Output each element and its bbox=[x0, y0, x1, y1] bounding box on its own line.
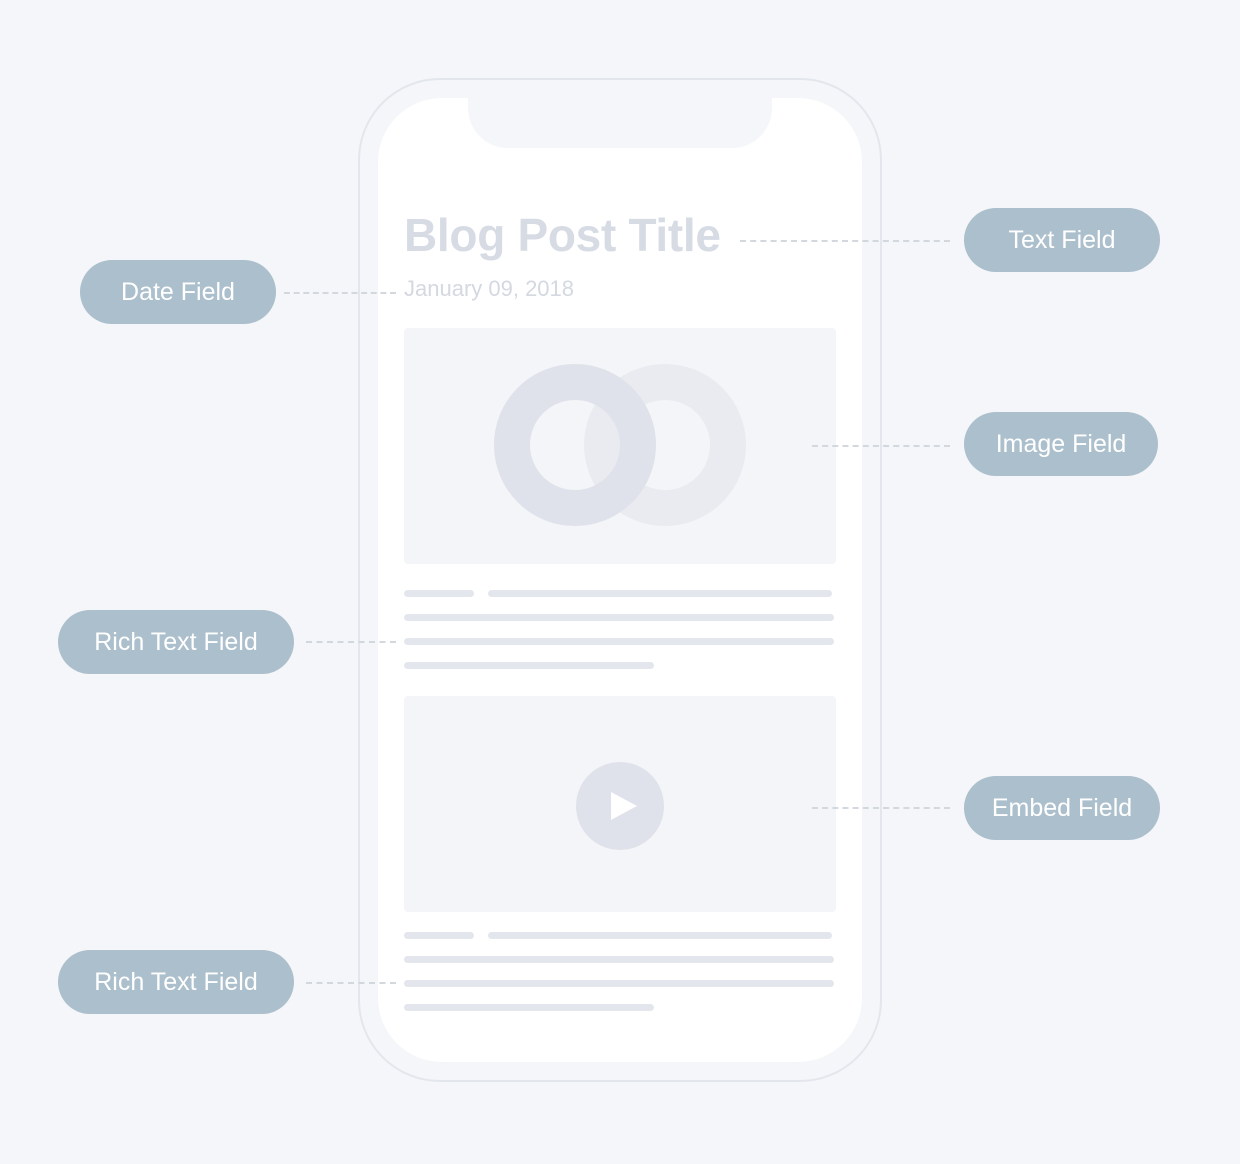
text-line bbox=[404, 1004, 654, 1011]
phone-screen: Blog Post Title January 09, 2018 bbox=[378, 98, 862, 1062]
image-field-label: Image Field bbox=[964, 412, 1158, 476]
date-field-label: Date Field bbox=[80, 260, 276, 324]
connector-rich-text-field-1 bbox=[306, 641, 396, 643]
connector-embed-field bbox=[812, 807, 950, 809]
text-line bbox=[404, 932, 474, 939]
text-line bbox=[404, 614, 834, 621]
image-placeholder bbox=[404, 328, 836, 564]
rich-text-field-label-1: Rich Text Field bbox=[58, 610, 294, 674]
phone-notch bbox=[468, 98, 772, 148]
post-date: January 09, 2018 bbox=[404, 276, 575, 301]
text-line bbox=[404, 662, 654, 669]
post-title: Blog Post Title bbox=[404, 209, 721, 261]
connector-image-field bbox=[812, 445, 950, 447]
embed-placeholder bbox=[404, 696, 836, 912]
rich-text-field-label-2: Rich Text Field bbox=[58, 950, 294, 1014]
text-line bbox=[488, 590, 832, 597]
text-line bbox=[404, 638, 834, 645]
text-line bbox=[404, 980, 834, 987]
text-field-label: Text Field bbox=[964, 208, 1160, 272]
play-icon bbox=[611, 792, 637, 820]
ring-left-icon bbox=[494, 364, 656, 526]
text-line bbox=[488, 932, 832, 939]
embed-field-label: Embed Field bbox=[964, 776, 1160, 840]
connector-text-field bbox=[740, 240, 950, 242]
connector-date-field bbox=[284, 292, 396, 294]
text-line bbox=[404, 590, 474, 597]
play-button[interactable] bbox=[576, 762, 664, 850]
text-line bbox=[404, 956, 834, 963]
connector-rich-text-field-2 bbox=[306, 982, 396, 984]
